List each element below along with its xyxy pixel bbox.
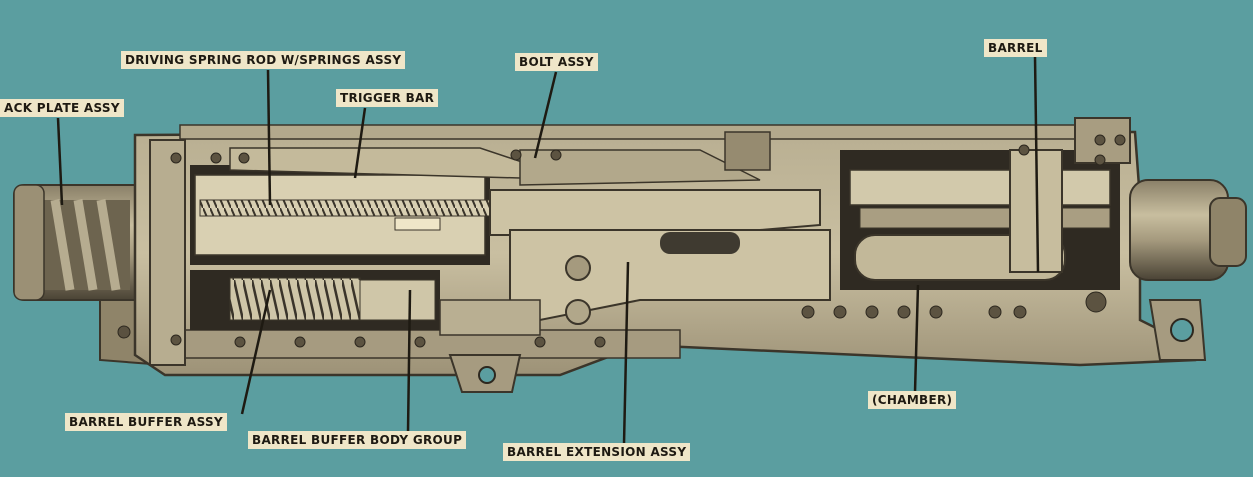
bolt xyxy=(489,131,821,236)
callout-barrel-buffer-body: BARREL BUFFER BODY GROUP xyxy=(248,431,467,449)
callout-barrel-buffer: BARREL BUFFER ASSY xyxy=(65,413,227,431)
rivets xyxy=(170,134,1126,348)
barrel-buffer-body xyxy=(359,279,436,321)
callout-driving-spring-rod: DRIVING SPRING ROD W/SPRINGS ASSY xyxy=(121,51,406,69)
callout-bolt: BOLT ASSY xyxy=(515,53,598,71)
receiver-front-end xyxy=(1129,179,1247,361)
callout-trigger-bar: TRIGGER BAR xyxy=(336,89,439,107)
barrel-extension xyxy=(439,229,831,336)
leader-lines xyxy=(56,55,1040,445)
bracket-pin xyxy=(117,325,131,339)
callout-barrel: BARREL xyxy=(984,39,1047,57)
callout-chamber: (CHAMBER) xyxy=(868,391,957,409)
back-plate-tube xyxy=(13,184,145,301)
back-plate-frame xyxy=(149,139,186,366)
callout-barrel-extension: BARREL EXTENSION ASSY xyxy=(503,443,691,461)
mounting-lug xyxy=(448,354,522,393)
driving-spring-rod-end xyxy=(394,217,441,231)
barrel-buffer-spring xyxy=(229,277,361,321)
callout-back-plate: ACK PLATE ASSY xyxy=(0,99,124,117)
barrel-chamber-area xyxy=(840,150,1120,290)
driving-spring xyxy=(199,199,491,217)
